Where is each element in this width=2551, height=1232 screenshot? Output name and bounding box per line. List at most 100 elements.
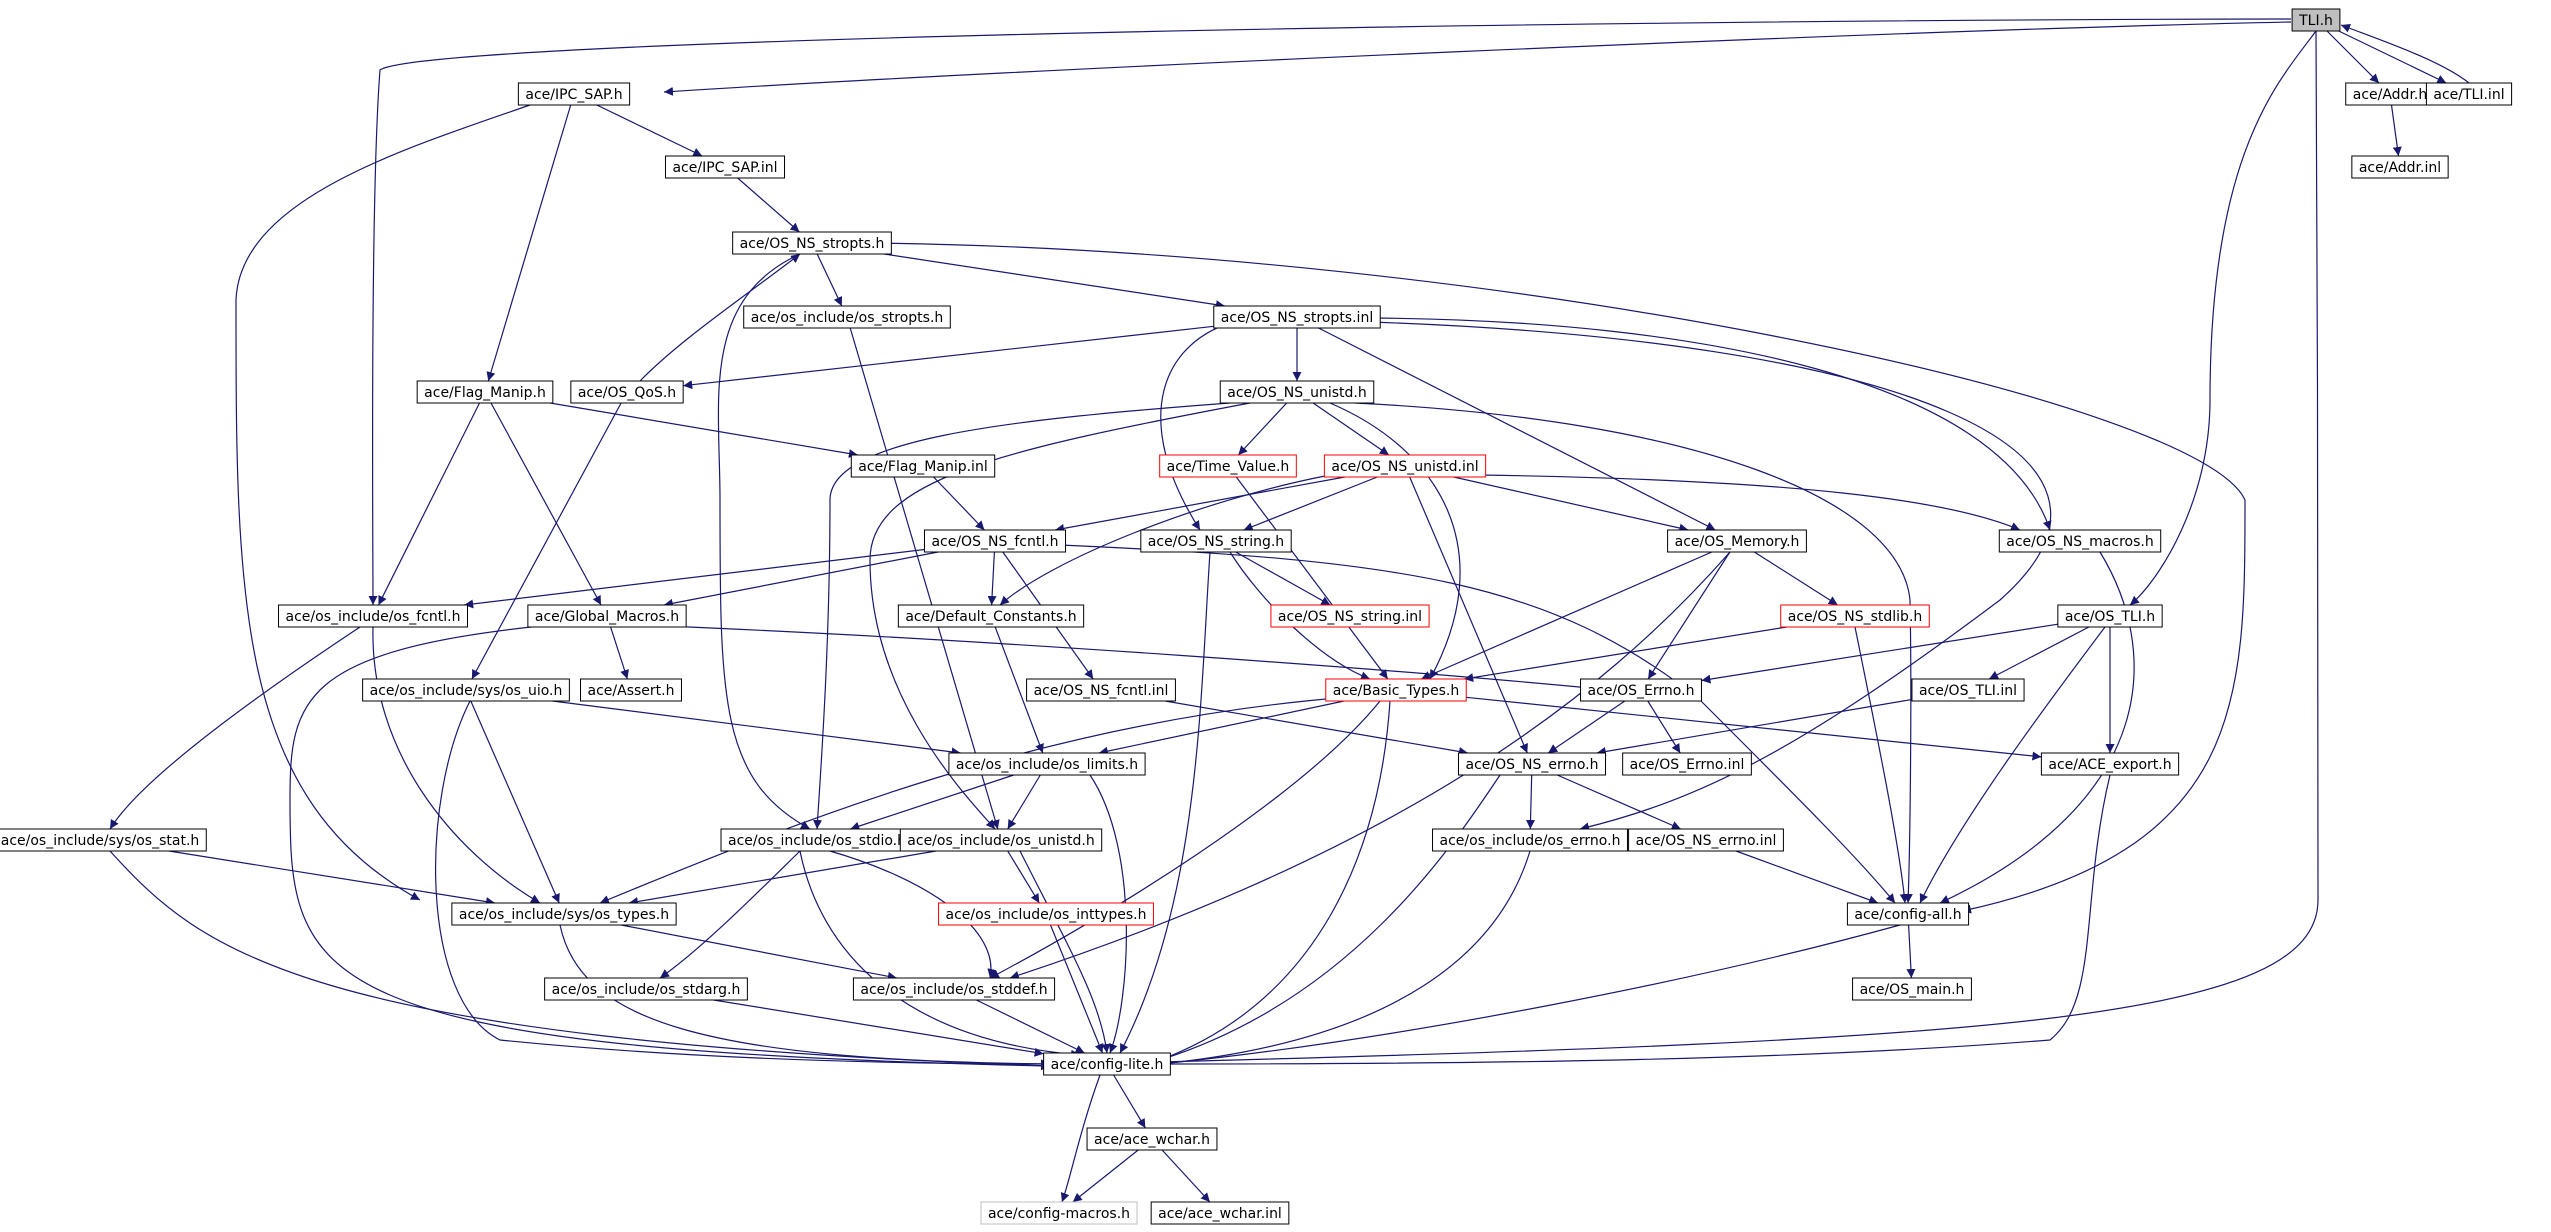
node-os-errno-h[interactable]: ace/OS_Errno.h bbox=[1580, 678, 1702, 702]
edge-os-include-os-unistd-h-to-os-include-os-inttypes-h bbox=[1007, 850, 1040, 904]
node-config-macros-h[interactable]: ace/config-macros.h bbox=[980, 1201, 1138, 1225]
node-box bbox=[948, 752, 1146, 776]
node-os-include-sys-os-uio-h[interactable]: ace/os_include/sys/os_uio.h bbox=[362, 678, 570, 702]
edge-flag-manip-h-to-global-macros-h bbox=[490, 402, 602, 606]
edge-addr-h-to-addr-inl bbox=[2390, 104, 2402, 157]
node-box bbox=[899, 828, 1103, 852]
node-os-errno-inl[interactable]: ace/OS_Errno.inl bbox=[1622, 752, 1752, 776]
edge-os-ns-fcntl-h-to-os-include-os-fcntl-h bbox=[464, 548, 925, 609]
node-box bbox=[852, 977, 1056, 1001]
node-flag-manip-inl[interactable]: ace/Flag_Manip.inl bbox=[850, 454, 996, 478]
edge-os-tli-inl-to-os-ns-errno-h bbox=[1596, 698, 1913, 756]
edge-os-include-sys-os-types-h-to-config-lite-h bbox=[559, 924, 1051, 1069]
node-box bbox=[570, 380, 684, 404]
node-config-all-h[interactable]: ace/config-all.h bbox=[1846, 902, 1970, 926]
node-tli-h[interactable]: TLI.h bbox=[2291, 8, 2341, 32]
edge-os-ns-stropts-h-to-config-all-h bbox=[869, 242, 2246, 914]
edge-basic-types-h-to-os-include-sys-os-types-h bbox=[599, 696, 1351, 904]
node-os-ns-stdlib-h[interactable]: ace/OS_NS_stdlib.h bbox=[1780, 604, 1930, 628]
node-global-macros-h[interactable]: ace/Global_Macros.h bbox=[527, 604, 687, 628]
node-ipc-sap-inl[interactable]: ace/IPC_SAP.inl bbox=[664, 155, 786, 179]
edge-os-include-sys-os-types-h-to-os-include-os-stddef-h bbox=[621, 924, 897, 981]
node-box bbox=[1998, 529, 2162, 553]
node-os-include-os-stddef-h[interactable]: ace/os_include/os_stddef.h bbox=[852, 977, 1056, 1001]
node-label: ace/IPC_SAP.h bbox=[525, 87, 622, 103]
node-label: ace/OS_Memory.h bbox=[1675, 534, 1800, 550]
node-ace-wchar-h[interactable]: ace/ace_wchar.h bbox=[1086, 1127, 1218, 1151]
edge-os-ns-unistd-h-to-basic-types-h bbox=[1329, 402, 1461, 680]
node-os-include-os-inttypes-h[interactable]: ace/os_include/os_inttypes.h bbox=[938, 902, 1154, 926]
node-os-memory-h[interactable]: ace/OS_Memory.h bbox=[1667, 529, 1807, 553]
node-label: ace/OS_NS_stropts.inl bbox=[1221, 310, 1373, 326]
node-ace-export-h[interactable]: ace/ACE_export.h bbox=[2040, 752, 2180, 776]
node-addr-inl[interactable]: ace/Addr.inl bbox=[2351, 155, 2449, 179]
node-os-include-os-unistd-h[interactable]: ace/os_include/os_unistd.h bbox=[899, 828, 1103, 852]
edge-basic-types-h-to-os-include-os-limits-h bbox=[1098, 700, 1345, 756]
node-label: ace/OS_NS_stdlib.h bbox=[1788, 609, 1923, 625]
edge-os-errno-h-to-os-errno-inl bbox=[1647, 700, 1681, 754]
node-os-include-os-stdio-h[interactable]: ace/os_include/os_stdio.h bbox=[720, 828, 914, 852]
node-os-include-os-stropts-h[interactable]: ace/os_include/os_stropts.h bbox=[743, 305, 951, 329]
node-time-value-h[interactable]: ace/Time_Value.h bbox=[1159, 454, 1297, 478]
node-os-main-h[interactable]: ace/OS_main.h bbox=[1852, 977, 1972, 1001]
node-assert-h[interactable]: ace/Assert.h bbox=[580, 678, 682, 702]
edge-os-include-sys-os-stat-h-to-os-include-sys-os-types-h bbox=[168, 850, 496, 907]
node-flag-manip-h[interactable]: ace/Flag_Manip.h bbox=[416, 380, 554, 404]
node-os-ns-fcntl-inl[interactable]: ace/OS_NS_fcntl.inl bbox=[1026, 678, 1176, 702]
node-os-ns-unistd-h[interactable]: ace/OS_NS_unistd.h bbox=[1219, 380, 1375, 404]
edge-tli-h-to-ipc-sap-h bbox=[663, 21, 2292, 96]
node-os-tli-inl[interactable]: ace/OS_TLI.inl bbox=[1911, 678, 2025, 702]
edge-os-ns-fcntl-h-to-default-constants-h bbox=[987, 551, 997, 606]
node-addr-h[interactable]: ace/Addr.h bbox=[2345, 82, 2435, 106]
edge-os-ns-string-h-to-os-ns-string-inl bbox=[1235, 551, 1331, 606]
node-os-ns-errno-inl[interactable]: ace/OS_NS_errno.inl bbox=[1628, 828, 1784, 852]
edge-os-ns-unistd-h-to-time-value-h bbox=[1237, 402, 1288, 456]
edge-os-ns-stropts-h-to-os-include-os-stdio-h bbox=[717, 253, 811, 830]
edge-ace-export-h-to-config-lite-h bbox=[1159, 774, 2111, 1069]
node-os-include-sys-os-stat-h[interactable]: ace/os_include/sys/os_stat.h bbox=[0, 828, 207, 852]
node-os-ns-fcntl-h[interactable]: ace/OS_NS_fcntl.h bbox=[923, 529, 1067, 553]
node-box bbox=[1219, 380, 1375, 404]
node-os-include-os-errno-h[interactable]: ace/os_include/os_errno.h bbox=[1432, 828, 1628, 852]
node-label: TLI.h bbox=[2298, 13, 2333, 29]
node-os-ns-stropts-inl[interactable]: ace/OS_NS_stropts.inl bbox=[1213, 305, 1381, 329]
node-os-ns-stropts-h[interactable]: ace/OS_NS_stropts.h bbox=[732, 231, 892, 255]
node-os-ns-unistd-inl[interactable]: ace/OS_NS_unistd.inl bbox=[1323, 454, 1487, 478]
node-box bbox=[2425, 82, 2513, 106]
node-basic-types-h[interactable]: ace/Basic_Types.h bbox=[1325, 678, 1467, 702]
node-label: ace/config-all.h bbox=[1854, 907, 1961, 923]
node-box bbox=[278, 604, 468, 628]
node-box bbox=[1159, 454, 1297, 478]
edge-os-include-sys-os-uio-h-to-config-lite-h bbox=[435, 700, 1051, 1069]
node-os-include-sys-os-types-h[interactable]: ace/os_include/sys/os_types.h bbox=[451, 902, 677, 926]
node-ace-wchar-inl[interactable]: ace/ace_wchar.inl bbox=[1150, 1201, 1290, 1225]
node-label: ace/os_include/sys/os_stat.h bbox=[1, 833, 200, 849]
edge-os-include-os-unistd-h-to-os-include-sys-os-types-h bbox=[628, 850, 937, 906]
node-box bbox=[1622, 752, 1752, 776]
node-tli-inl[interactable]: ace/TLI.inl bbox=[2425, 82, 2513, 106]
node-os-qos-h[interactable]: ace/OS_QoS.h bbox=[570, 380, 684, 404]
node-config-lite-h[interactable]: ace/config-lite.h bbox=[1043, 1052, 1171, 1076]
node-os-include-os-limits-h[interactable]: ace/os_include/os_limits.h bbox=[948, 752, 1146, 776]
node-label: ace/Global_Macros.h bbox=[535, 609, 679, 625]
edge-os-tli-h-to-os-tli-inl bbox=[1988, 626, 2090, 680]
node-box bbox=[664, 155, 786, 179]
node-box bbox=[2040, 752, 2180, 776]
node-os-ns-string-h[interactable]: ace/OS_NS_string.h bbox=[1140, 529, 1292, 553]
node-label: ace/os_include/os_stdio.h bbox=[728, 833, 906, 849]
node-default-constants-h[interactable]: ace/Default_Constants.h bbox=[897, 604, 1085, 628]
edge-os-ns-stropts-inl-to-os-memory-h bbox=[1318, 327, 1716, 531]
node-label: ace/OS_main.h bbox=[1860, 982, 1965, 998]
node-os-ns-errno-h[interactable]: ace/OS_NS_errno.h bbox=[1457, 752, 1607, 776]
node-os-ns-string-inl[interactable]: ace/OS_NS_string.inl bbox=[1270, 604, 1430, 628]
node-os-tli-h[interactable]: ace/OS_TLI.h bbox=[2057, 604, 2163, 628]
node-os-include-os-stdarg-h[interactable]: ace/os_include/os_stdarg.h bbox=[544, 977, 748, 1001]
edge-tli-h-to-addr-h bbox=[2326, 30, 2380, 84]
edge-os-include-sys-os-stat-h-to-config-lite-h bbox=[109, 850, 1051, 1071]
node-os-include-os-fcntl-h[interactable]: ace/os_include/os_fcntl.h bbox=[278, 604, 468, 628]
node-os-ns-macros-h[interactable]: ace/OS_NS_macros.h bbox=[1998, 529, 2162, 553]
node-label: ace/OS_NS_unistd.inl bbox=[1331, 459, 1478, 475]
node-box bbox=[2291, 8, 2341, 32]
node-box bbox=[1911, 678, 2025, 702]
node-ipc-sap-h[interactable]: ace/IPC_SAP.h bbox=[517, 82, 631, 106]
